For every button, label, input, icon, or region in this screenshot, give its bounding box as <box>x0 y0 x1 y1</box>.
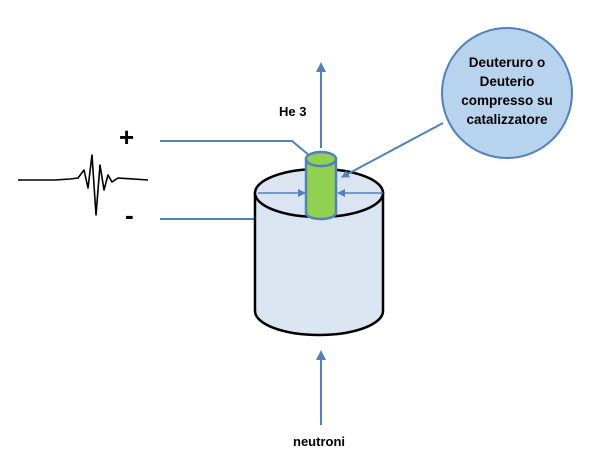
minus-terminal-label: - <box>125 200 134 230</box>
callout-line-1: Deuteruro o <box>468 55 546 70</box>
neutrons-label: neutroni <box>293 434 345 449</box>
cylinder-body <box>253 191 385 337</box>
callout-pointer <box>341 122 444 178</box>
signal-waveform <box>18 154 149 216</box>
plus-terminal-label: + <box>119 122 135 152</box>
catalyst-rod-top <box>304 150 338 168</box>
callout-line-4: catalizzatore <box>466 112 548 127</box>
wire-positive <box>160 140 311 157</box>
catalyst-rod <box>304 157 338 221</box>
callout-text: Deuteruro o Deuterio compresso su catali… <box>442 53 572 129</box>
callout-line-2: Deuterio <box>479 74 535 89</box>
he3-label: He 3 <box>279 104 307 119</box>
callout-circle <box>441 27 573 159</box>
callout-line-3: compresso su <box>461 93 553 108</box>
